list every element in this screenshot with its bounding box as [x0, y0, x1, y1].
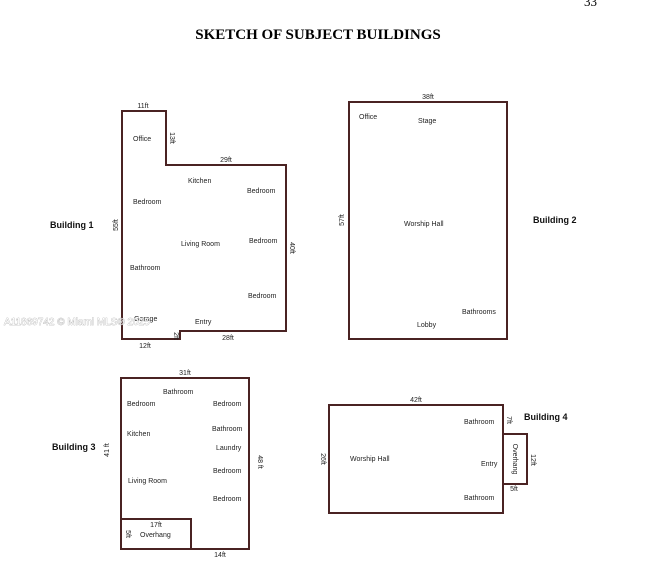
room-bedroom: Bedroom [247, 188, 276, 195]
building-1-plan: Building 1 Office Kitchen Bedroom Bedroo… [50, 103, 295, 350]
room-bedroom: Bedroom [127, 401, 156, 408]
dimension-label: 55ft [113, 219, 120, 231]
dimension-label: 28ft [222, 335, 234, 342]
room-bathroom: Bathroom [130, 265, 161, 272]
room-office: Office [359, 114, 377, 121]
building-2-label: Building 2 [533, 215, 577, 225]
room-bathroom: Bathroom [464, 495, 495, 502]
room-office: Office [133, 136, 151, 143]
room-bathroom: Bathroom [464, 419, 495, 426]
dimension-label: 5ft [510, 486, 518, 493]
room-lobby: Lobby [417, 322, 437, 329]
room-bedroom: Bedroom [213, 468, 242, 475]
building-3-label: Building 3 [52, 442, 96, 452]
room-stage: Stage [418, 118, 436, 125]
room-laundry: Laundry [216, 445, 242, 452]
dimension-label: 48 ft [256, 455, 263, 469]
building-3-overhang-outline [121, 518, 192, 549]
page-number: 33 [584, 0, 597, 9]
room-entry: Entry [195, 319, 212, 326]
room-worship-hall: Worship Hall [404, 221, 444, 228]
dimension-label: 7ft [505, 416, 512, 424]
room-bedroom: Bedroom [213, 401, 242, 408]
dimension-label: 5ft [124, 530, 131, 538]
dimension-label: 38ft [422, 94, 434, 101]
building-2-plan: Building 2 Office Stage Worship Hall Bat… [339, 94, 577, 340]
dimension-label: 12ft [139, 343, 151, 350]
building-3-plan: Building 3 Bathroom Bedroom Bedroom Bath… [52, 370, 263, 559]
room-bedroom: Bedroom [213, 496, 242, 503]
building-4-overhang-outline [503, 433, 528, 485]
overhang-label: Overhang [140, 532, 171, 539]
building-1-label: Building 1 [50, 220, 94, 230]
building-1-outline [121, 110, 287, 340]
room-living-room: Living Room [128, 478, 167, 485]
room-bathrooms: Bathrooms [462, 309, 496, 316]
dimension-label: 40ft [288, 242, 295, 254]
dimension-label: 41 ft [104, 443, 111, 457]
room-bathroom: Bathroom [212, 426, 243, 433]
room-kitchen: Kitchen [188, 178, 211, 185]
dimension-label: 14ft [214, 552, 226, 559]
room-living-room: Living Room [181, 241, 220, 248]
building-3-outline [120, 377, 250, 550]
dimension-label: 11ft [137, 103, 148, 110]
dimension-label: 29ft [220, 157, 232, 164]
page-title: SKETCH OF SUBJECT BUILDINGS [195, 27, 441, 43]
room-kitchen: Kitchen [127, 431, 150, 438]
room-bedroom: Bedroom [249, 238, 278, 245]
overhang-label: Overhang [511, 444, 518, 475]
room-garage: Garage [134, 316, 157, 323]
dimension-label: 42ft [410, 397, 422, 404]
watermark: A11869742 © Miami MLS® 2025 [4, 317, 150, 328]
dimension-label: 57ft [339, 214, 346, 226]
dimension-label: 13ft [168, 132, 175, 144]
dimension-label: 12ft [529, 454, 536, 466]
room-worship-hall: Worship Hall [350, 456, 390, 463]
building-4-outline [328, 404, 504, 514]
room-entry: Entry [481, 461, 498, 468]
dimension-label: 31ft [179, 370, 191, 377]
building-4-label: Building 4 [524, 412, 568, 422]
dimension-label: 17ft [150, 522, 162, 529]
dimension-label: 2ft [172, 332, 179, 340]
dimension-label: 26ft [319, 453, 326, 465]
building-2-outline [348, 101, 508, 340]
building-4-plan: Building 4 Bathroom Worship Hall Entry B… [319, 397, 568, 514]
room-bathroom: Bathroom [163, 389, 194, 396]
room-bedroom: Bedroom [248, 293, 277, 300]
room-bedroom: Bedroom [133, 199, 162, 206]
